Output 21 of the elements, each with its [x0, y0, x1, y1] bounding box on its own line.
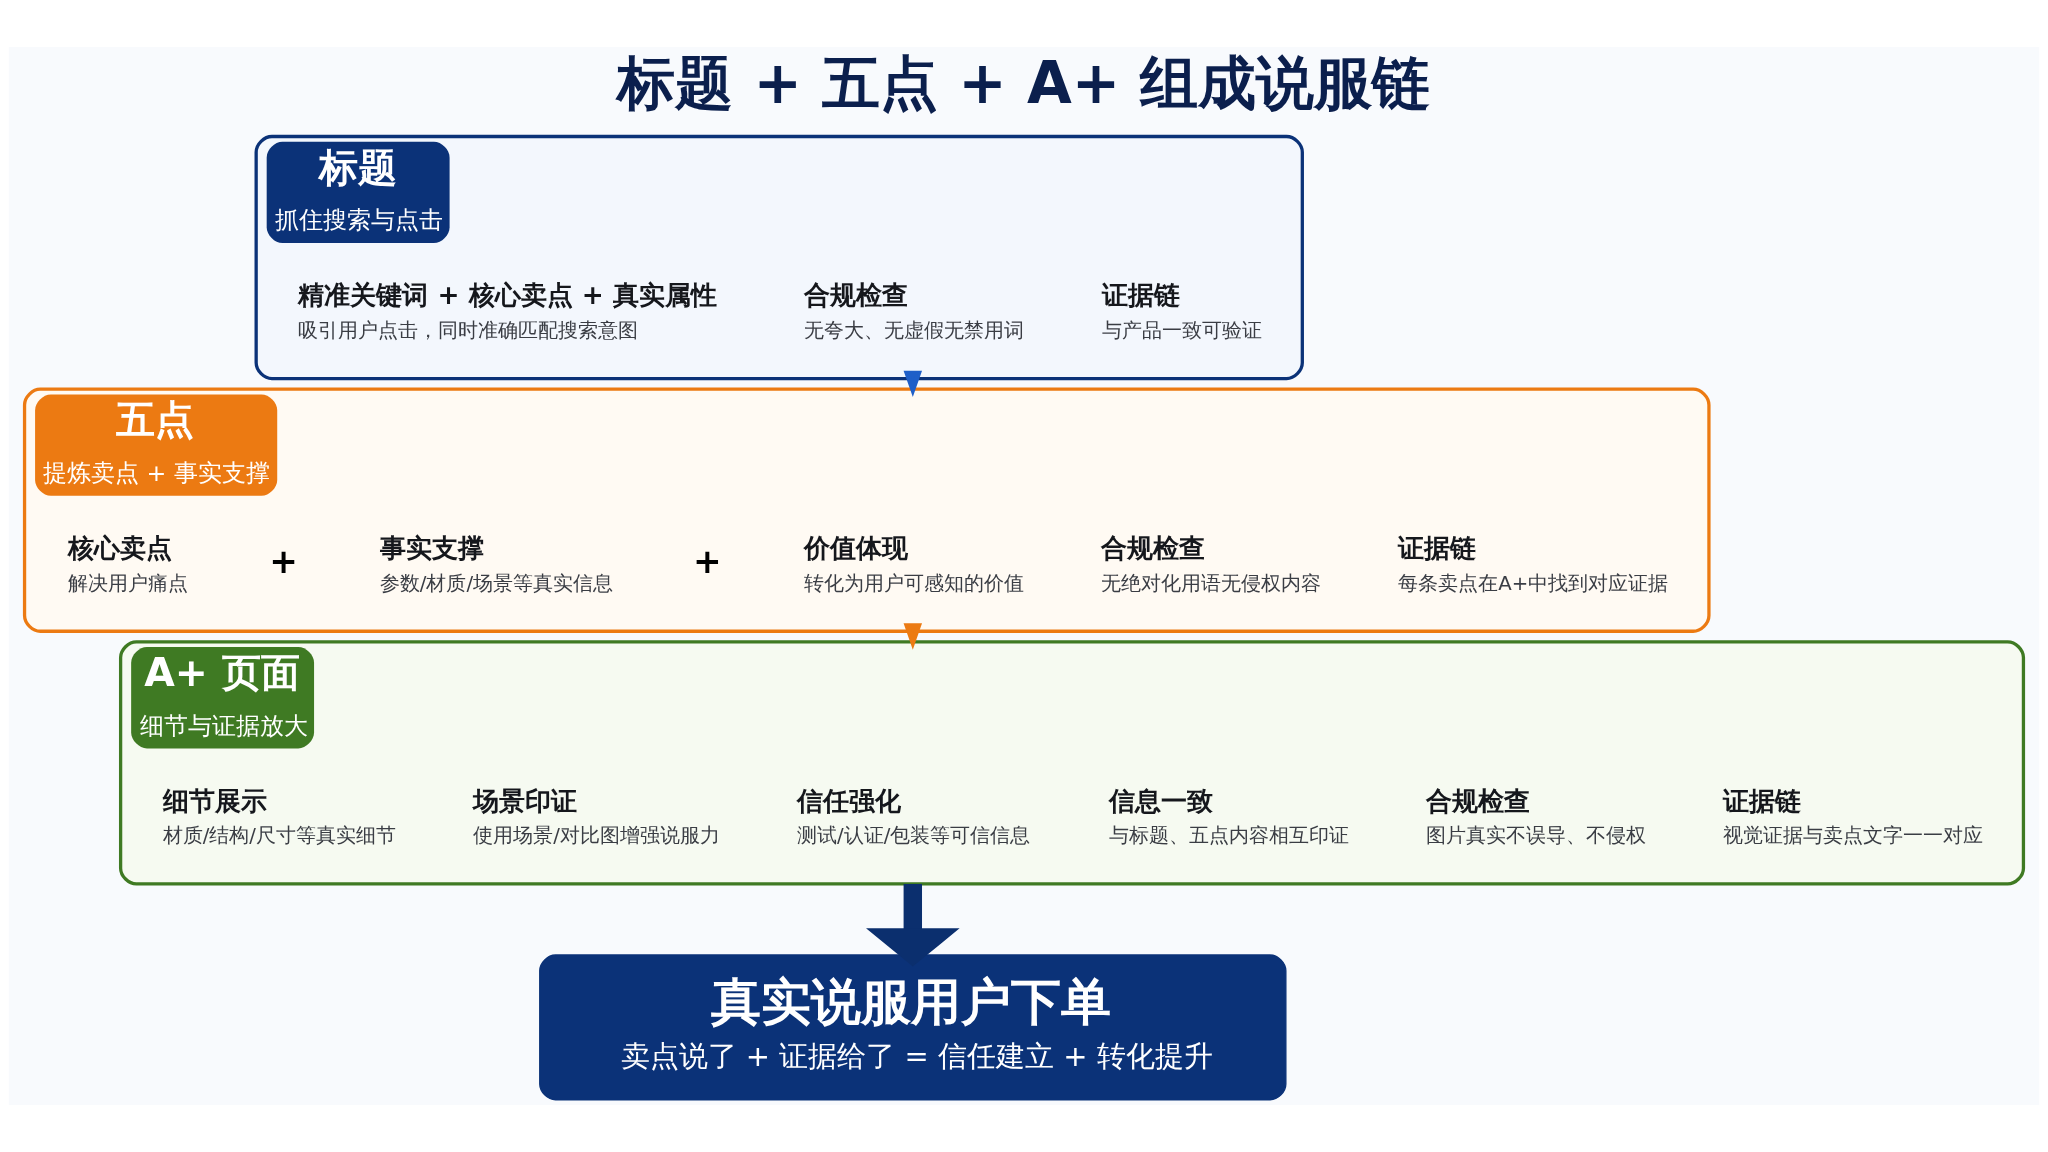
- label: +: [693, 541, 722, 582]
- node-text: 合规检查 无夸大、无虚假无禁用词: [803, 280, 1024, 343]
- node-text: 价值体现 转化为用户可感知的价值: [803, 532, 1024, 595]
- node-text: 证据链 每条卖点在A+中找到对应证据: [1398, 532, 1669, 595]
- diagram-title: 标题 + 五点 + A+ 组成说服链: [617, 48, 1431, 117]
- arrow: [903, 370, 923, 398]
- node-text: 信息一致 与标题、五点内容相互印证: [1108, 785, 1349, 848]
- node-text: 核心卖点 解决用户痛点: [67, 532, 188, 595]
- node-box: 真实说服用户下单 卖点说了 + 证据给了 = 信任建立 + 转化提升: [539, 954, 1287, 1101]
- node-text: 证据链 视觉证据与卖点文字一一对应: [1723, 785, 1984, 848]
- node-text: 合规检查 图片真实不误导、不侵权: [1426, 785, 1647, 848]
- arrow: [866, 883, 960, 967]
- arrow: [903, 623, 923, 650]
- node-text: 事实支撑 参数/材质/场景等真实信息: [379, 532, 614, 595]
- node-text: 证据链 与产品一致可验证: [1102, 280, 1263, 343]
- node-text: 信任强化 测试/认证/包装等可信信息: [797, 785, 1031, 848]
- node-text: 细节展示 材质/结构/尺寸等真实细节: [162, 785, 397, 848]
- node-text: 精准关键词 + 核心卖点 + 真实属性 吸引用户点击，同时准确匹配搜索意图: [298, 280, 717, 343]
- label: +: [269, 541, 298, 582]
- node-text: 合规检查 无绝对化用语无侵权内容: [1100, 532, 1321, 595]
- node-text: 场景印证 使用场景/对比图增强说服力: [473, 785, 720, 848]
